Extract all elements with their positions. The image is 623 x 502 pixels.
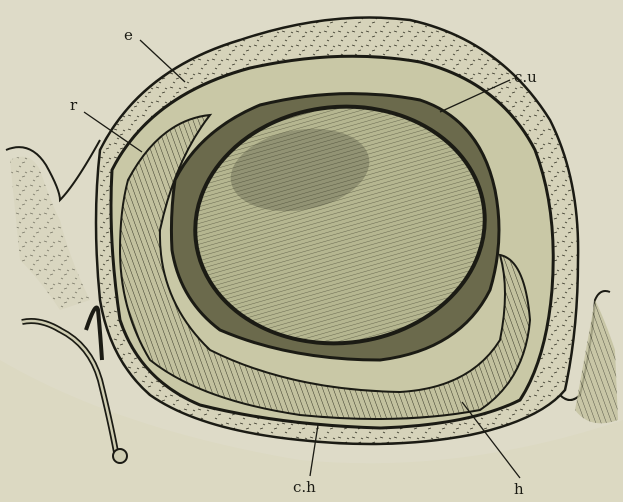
label-ch: c.h	[293, 480, 316, 495]
vessel-end	[113, 449, 127, 463]
label-cu: c.u	[514, 70, 537, 85]
label-e: e	[124, 28, 133, 43]
label-h: h	[514, 482, 524, 497]
label-r: r	[70, 98, 77, 113]
